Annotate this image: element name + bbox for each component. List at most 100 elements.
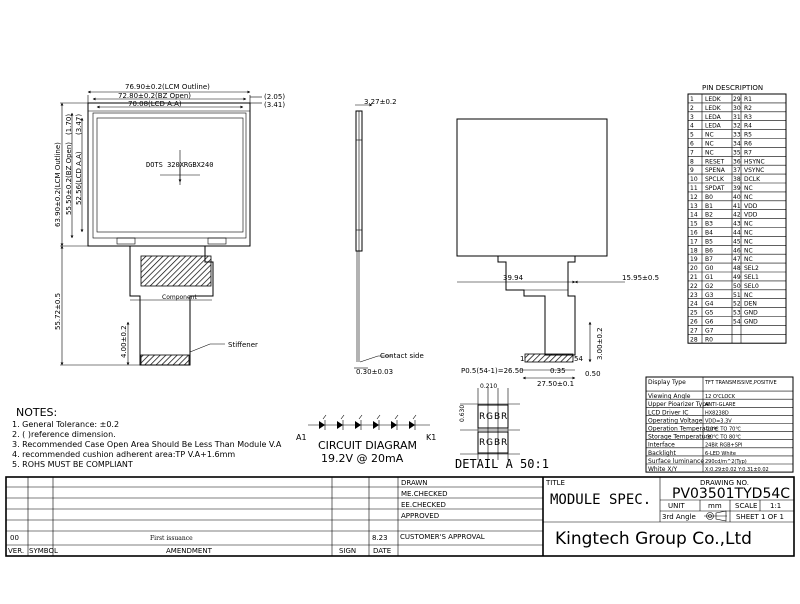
led-diode-icon [337,414,345,430]
drawn-label: DRAWN [401,479,428,487]
pin-signal: G4 [705,301,714,308]
pin-signal: LEDK [705,105,722,112]
dim-bz-open-w: 72.80±0.2(BZ Open) [118,92,191,100]
pin-number: 29 [733,96,741,103]
col-sign-label: SIGN [339,547,356,555]
dim-c: 3.00±0.2 [596,327,604,360]
notes-block: NOTES: 1. General Tolerance: ±0.2 2. ( )… [12,406,282,469]
pin-signal: B0 [705,194,713,201]
dim-b: 15.95±0.5 [622,274,659,282]
pin-number: 53 [733,310,741,317]
circuit-subtitle: 19.2V @ 20mA [321,452,404,465]
spec-value: TFT TRANSMISSIVE,POSITIVE [704,380,777,386]
pin-signal: G7 [705,327,714,334]
pin-number: 15 [690,221,698,228]
pin-signal: R1 [744,96,752,103]
dim-total-h: 55.72±0.5 [54,293,62,330]
fpc-contacts [140,354,190,366]
dim-thickness: 3.27±0.2 [364,98,397,106]
led-diode-icon [355,414,363,430]
pin-signal: B4 [705,230,713,237]
dim-f: 27.50±0.1 [537,380,574,388]
pin-signal: G3 [705,292,714,299]
spec-value: -20℃ TO 70℃ [705,427,741,433]
pin-signal: B6 [705,247,713,254]
pin-signal: RESET [705,158,725,165]
pin-signal: R7 [744,149,752,156]
title-block: DRAWN ME.CHECKED EE.CHECKED APPROVED CUS… [5,476,795,557]
dim-tail: 4.00±0.2 [120,325,128,358]
pin-number: 34 [733,141,741,148]
led-diode-icon [373,414,381,430]
pin-signal: VSYNC [744,167,764,174]
pin-number: 20 [690,265,698,272]
pin-number: 1 [690,96,694,103]
pin-signal: SPENA [705,167,726,174]
pin-signal: SPCLK [705,176,725,183]
note-line-5: 5. ROHS MUST BE COMPLIANT [12,460,133,469]
pin-signal: NC [705,149,714,156]
active-area [96,117,244,233]
pin-number: 52 [733,301,741,308]
pin-number: 3 [690,114,694,121]
note-line-4: 4. recommended cushion adherent area:TP … [12,450,235,459]
pin-signal: LEDA [705,114,722,121]
pin-signal: R5 [744,132,752,139]
approved-label: APPROVED [401,512,439,520]
spec-label: Viewing Angle [648,393,691,400]
side-view: 3.27±0.2 Contact side 0.30±0.03 [354,98,424,376]
pin-number: 2 [690,105,694,112]
led-diode-icon [391,414,399,430]
pin-number: 39 [733,185,741,192]
pin-number: 35 [733,149,741,156]
pin-number: 41 [733,203,741,210]
dim-lcm-outline-h: 63.90±0.2(LCM Outline) [54,142,62,227]
front-view: DOTS 320XRGBX240 76.90±0.2(LCM Outline) … [54,83,285,366]
circuit-title: CIRCUIT DIAGRAM [318,439,417,452]
pin-number: 11 [690,185,698,192]
me-checked-label: ME.CHECKED [401,490,448,498]
pin-number: 12 [690,194,698,201]
pin-number: 32 [733,123,741,130]
led-diode-icon [409,414,417,430]
pin-number: 30 [733,105,741,112]
pin-number: 6 [690,141,694,148]
pin-number: 16 [690,230,698,237]
stiffener-label: Stiffener [228,341,258,349]
pin-number: 27 [690,327,698,334]
detail-cell-g2: G [486,438,493,448]
pin-signal: G1 [705,274,714,281]
pin-signal: NC [744,185,753,192]
lcm-outline [87,102,251,247]
pin-signal: B5 [705,238,713,245]
pin-number: 45 [733,238,741,245]
spec-value: -30℃ TO 80℃ [705,435,741,441]
spec-label: Upper Pioarizer Type [648,401,710,408]
pin-number: 54 [733,319,741,326]
pin-signal: SEL2 [744,265,759,272]
pin-number: 21 [690,274,698,281]
pin-signal: SEL1 [744,274,759,281]
pin-number: 46 [733,247,741,254]
bz-open [92,112,247,239]
pin-signal: VDD [744,203,758,210]
pin-number: 36 [733,158,741,165]
pin-signal: R2 [744,105,752,112]
pin-number: 14 [690,212,698,219]
led-diode-icon [319,414,327,430]
dim-left-1: (1.70) [65,114,73,135]
pin-signal: LEDA [705,123,722,130]
detail-cell-b1: B [494,412,500,422]
detail-cell-g1: G [486,412,493,422]
pin-signal: VDD [744,212,758,219]
drawing-no: PV03501TYD54C [672,486,790,502]
spec-value: X:0.29±0.02 Y:0.31±0.02 [705,467,769,473]
pin-number: 9 [690,167,694,174]
scale-value: 1:1 [770,502,781,510]
pin-signal: R4 [744,123,752,130]
dim-left-2: (3.47) [75,114,83,135]
dim-right-1: (2.05) [264,93,285,101]
pin-number: 8 [690,158,694,165]
detail-cell-r2: R [501,412,507,422]
